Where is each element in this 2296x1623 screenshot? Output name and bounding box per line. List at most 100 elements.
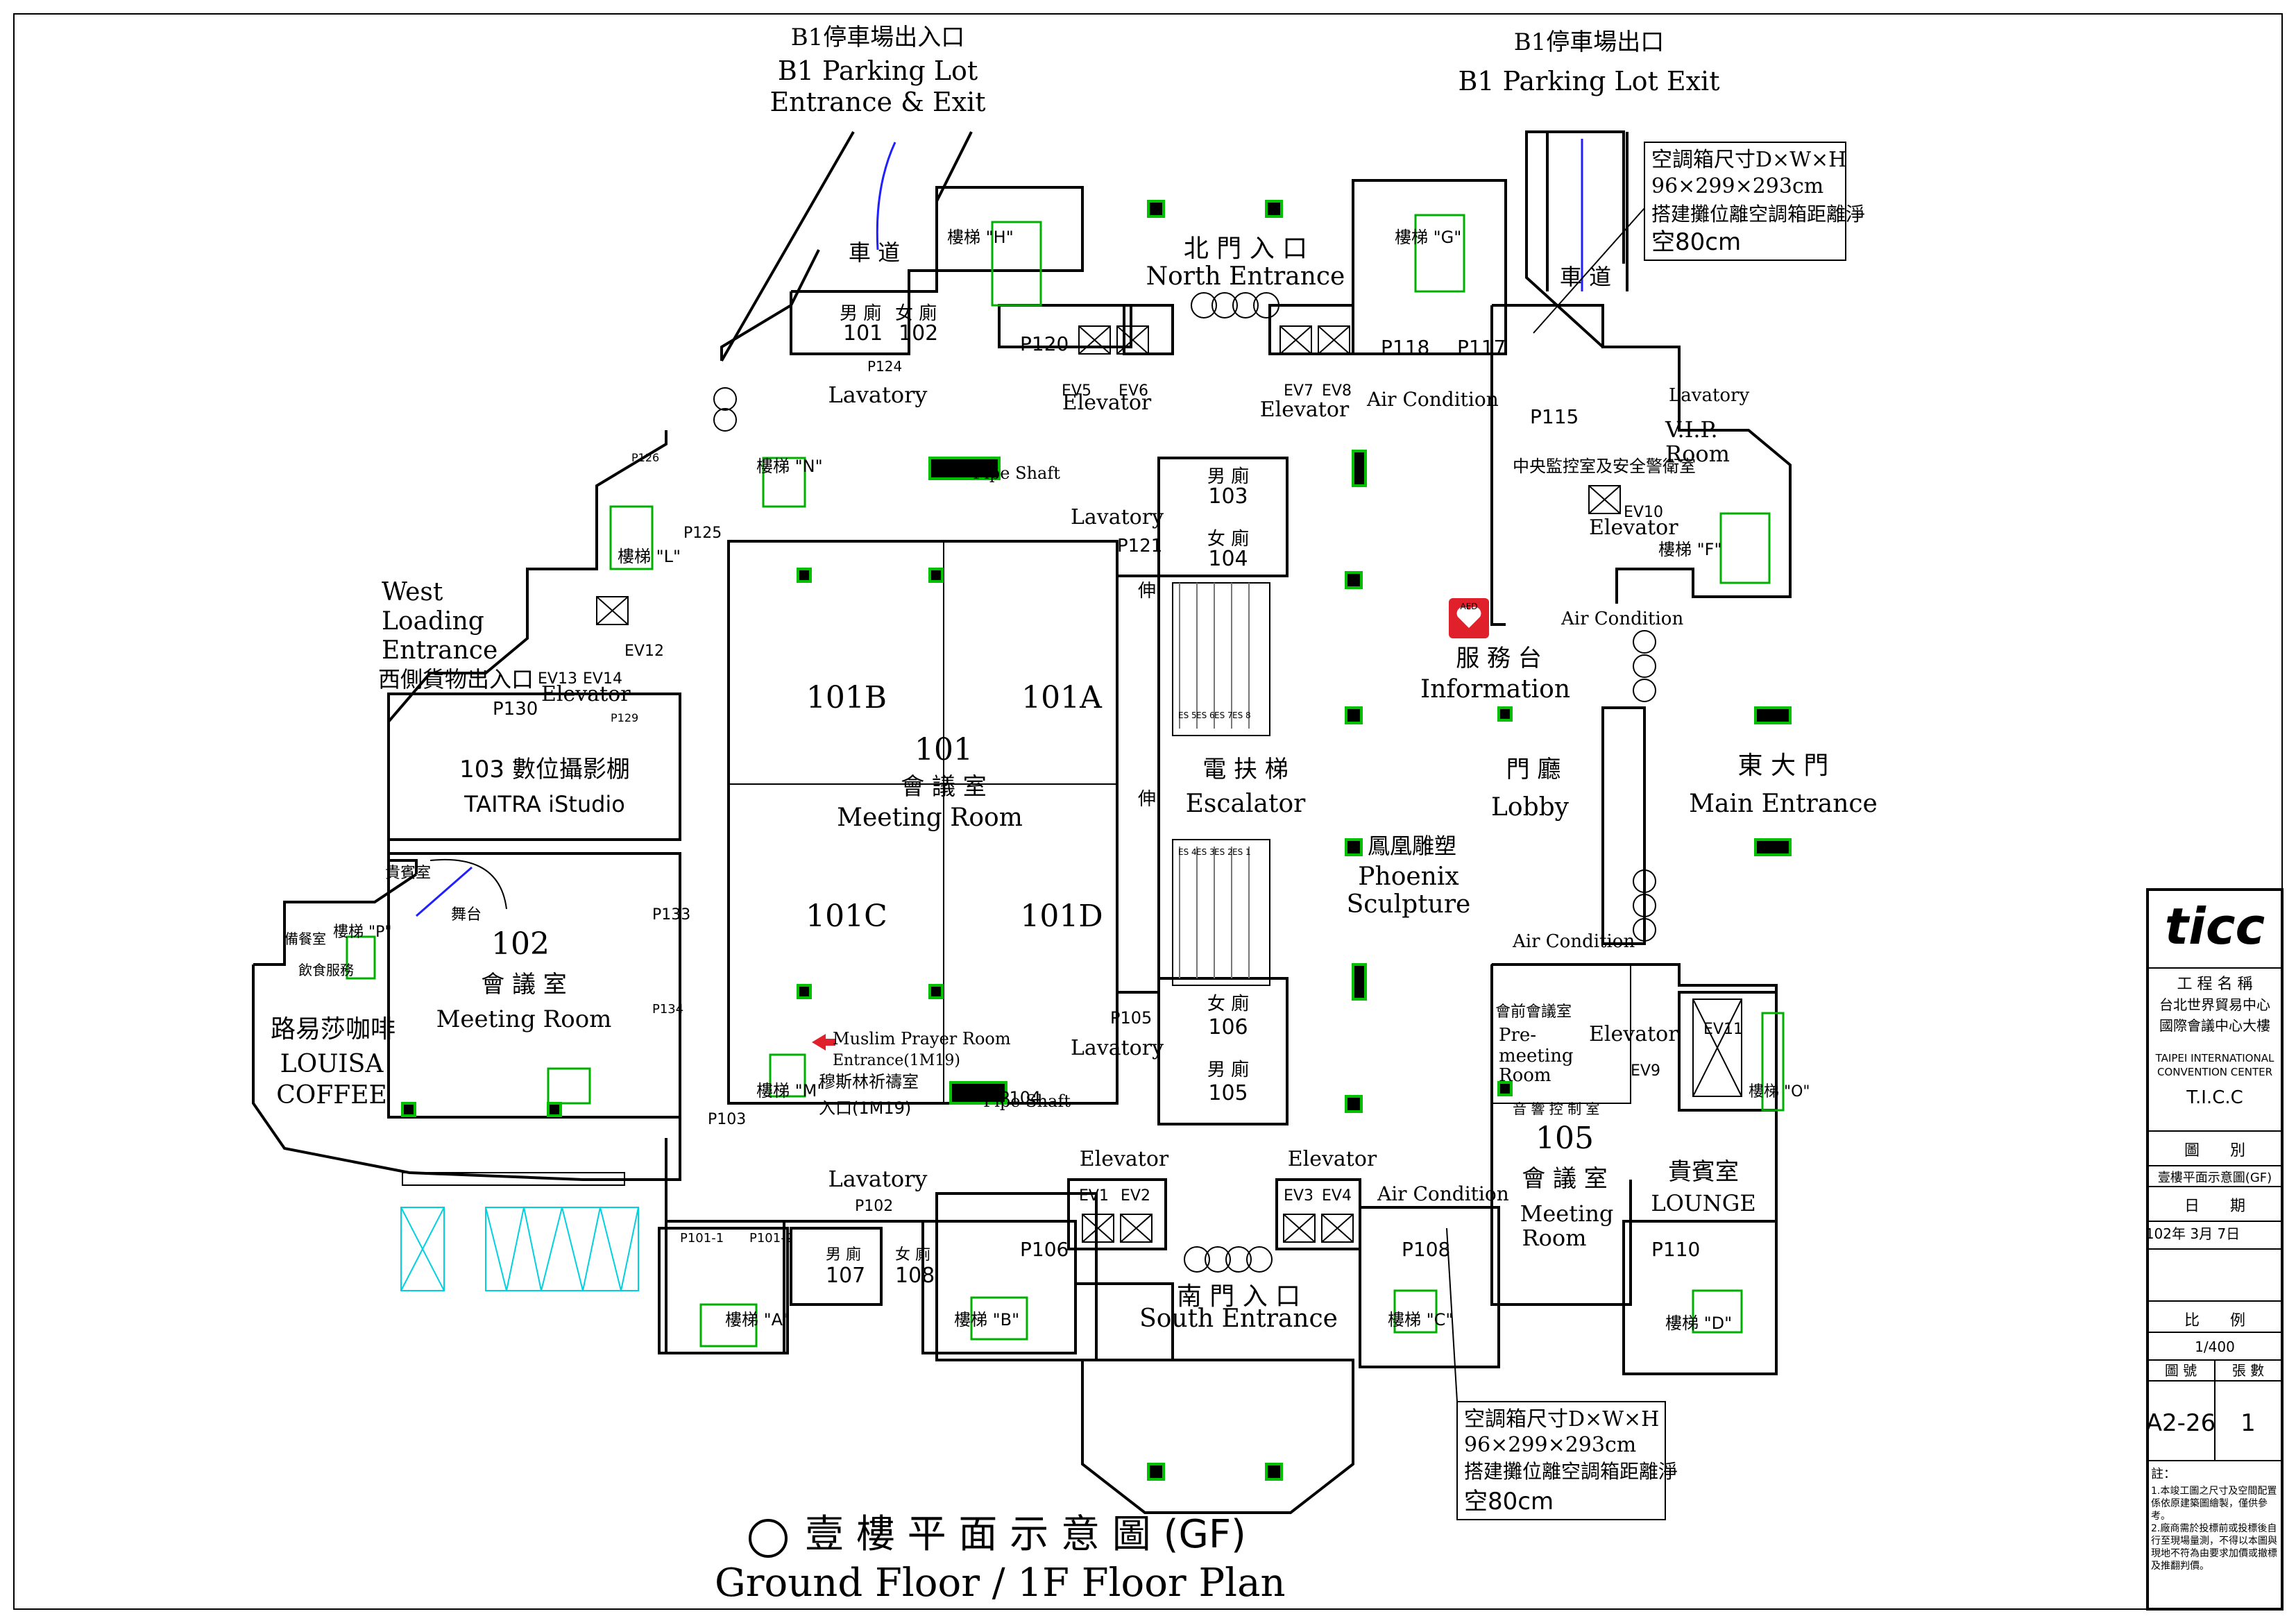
driveway-west: 車 道 (849, 239, 900, 266)
shaft-p126: P126 (631, 451, 659, 464)
prayer-room-zh-2: 入口(1M19) (819, 1098, 911, 1118)
stair-c: 樓梯 "C" (1388, 1310, 1453, 1329)
ev6: EV6 (1119, 382, 1148, 400)
premeeting-en-3: Room (1499, 1065, 1551, 1086)
elevator-south-east: Elevator (1288, 1147, 1377, 1171)
tb-drawing-value: 壹樓平面示意圖(GF) (2158, 1171, 2272, 1185)
ev12: EV12 (624, 643, 664, 660)
lav-101-men: 男 廁 (840, 303, 881, 324)
lavatory-north: Lavatory (828, 382, 928, 408)
ac-callout-north (1533, 142, 1846, 334)
stair-h: 樓梯 "H" (947, 228, 1014, 247)
aed-icon[interactable]: AED (1449, 598, 1489, 638)
lav-106-number: 106 (1208, 1015, 1248, 1039)
room-101c: 101C (806, 899, 887, 934)
stair-m: 樓梯 "M" (756, 1081, 824, 1101)
shaft-p124: P124 (867, 358, 902, 375)
tb-number-label: 圖 號 (2165, 1362, 2197, 1379)
prayer-room-en-2: Entrance(1M19) (833, 1052, 960, 1069)
ev3: EV3 (1284, 1187, 1313, 1205)
stage-label: 舞台 (451, 906, 482, 924)
ticc-logo: ticc (2165, 897, 2265, 955)
shaft-p105: P105 (1110, 1008, 1152, 1028)
svg-text:ES 5: ES 5 (1178, 711, 1197, 720)
tb-project-label: 工 程 名 稱 (2177, 976, 2253, 993)
shaft-p130: P130 (493, 699, 538, 720)
tb-drawing-label: 圖 別 (2184, 1142, 2245, 1159)
building-walls (252, 130, 1792, 1514)
escalator-steps (1179, 583, 1250, 978)
svg-text:ES 2: ES 2 (1214, 847, 1233, 857)
air-condition-north: Air Condition (1366, 388, 1499, 411)
ac-callout-south-dims: 96×299×293cm (1464, 1433, 1636, 1457)
parking-exit-en: B1 Parking Lot Exit (1459, 66, 1720, 96)
stage-edge (416, 866, 473, 917)
shaft-p133: P133 (652, 906, 690, 924)
ev10: EV10 (1624, 504, 1663, 521)
lav-107-men: 男 廁 (826, 1246, 861, 1264)
plan-title-en: Ground Floor / 1F Floor Plan (715, 1561, 1286, 1606)
louisa-en-2: COFFEE (276, 1081, 387, 1110)
tb-date-value: 102年 3月 7日 (2145, 1225, 2240, 1242)
prayer-room-en-1: Muslim Prayer Room (833, 1029, 1011, 1048)
tb-scale-label: 比 例 (2184, 1312, 2245, 1329)
shaft-p108: P108 (1402, 1238, 1450, 1261)
shaft-p134: P134 (652, 1002, 683, 1017)
elevator-north-east: Elevator (1260, 398, 1350, 422)
louisa-zh: 路易莎咖啡 (271, 1015, 396, 1044)
plan-title-zh: 壹 樓 平 面 示 意 圖 (GF) (805, 1512, 1246, 1557)
elevator-north-west: Elevator (1062, 391, 1152, 415)
driveway (720, 131, 1629, 362)
shaft-p120: P120 (1020, 332, 1069, 355)
stairs (346, 214, 1785, 1348)
stair-a: 樓梯 "A" (725, 1310, 790, 1329)
premeeting-en-1: Pre- (1499, 1025, 1536, 1046)
room-105-en-1: Meeting (1520, 1200, 1614, 1227)
escalator-en: Escalator (1186, 790, 1306, 818)
shaft-p104: P104 (999, 1088, 1041, 1107)
escalator-zh: 電 扶 梯 (1202, 756, 1289, 783)
prayer-room-arrow-icon (812, 1034, 835, 1051)
shaft-p118: P118 (1381, 336, 1429, 359)
stair-n: 樓梯 "N" (756, 457, 823, 476)
phoenix-zh: 鳳凰雕塑 (1368, 833, 1456, 859)
room-101a: 101A (1021, 680, 1103, 715)
revolving-doors (713, 292, 1656, 1273)
svg-text:ES 8: ES 8 (1232, 711, 1251, 720)
lav-108-number: 108 (895, 1264, 935, 1288)
tb-project-zh-2: 國際會議中心大樓 (2159, 1017, 2270, 1034)
stage-arc (430, 858, 507, 910)
title-circle-icon (749, 1519, 788, 1558)
room-103-en: TAITRA iStudio (464, 791, 625, 817)
svg-text:ES 4: ES 4 (1178, 847, 1197, 857)
room-105: 105 (1536, 1121, 1594, 1156)
ev1: EV1 (1079, 1187, 1109, 1205)
lav-102-number: 102 (899, 321, 938, 346)
lav-102-women: 女 廁 (895, 303, 937, 324)
vip-room-label: Room (1665, 441, 1730, 467)
south-entrance-zh: 南 門 入 口 (1177, 1282, 1300, 1311)
tb-notes-label: 註： (2151, 1467, 2176, 1481)
air-condition-east-north: Air Condition (1561, 609, 1683, 629)
shaft-p110: P110 (1651, 1238, 1700, 1261)
lav-101-number: 101 (843, 321, 883, 346)
room-101-en: Meeting Room (837, 804, 1023, 832)
elevator-east: Elevator (1589, 516, 1678, 540)
room-101: 101 (915, 732, 973, 767)
west-loading-zh: 西側貨物出入口 (378, 666, 534, 692)
ev5: EV5 (1062, 382, 1091, 400)
tb-project-abbr: T.I.C.C (2186, 1087, 2243, 1108)
tb-note-2: 2.廠商需於投標前或投標後自行至現場量測，不得以本圖與現地不符為由要求加價或撤標… (2151, 1523, 2277, 1572)
escalator-labels: ES 5 ES 6 ES 7 ES 8 ES 4 ES 3 ES 2 ES 1 (1178, 711, 1251, 857)
lavatory-center-north: Lavatory (1071, 505, 1164, 529)
stair-f: 樓梯 "F" (1658, 540, 1722, 559)
folding-chair-storage-south: 伸 (1138, 789, 1156, 810)
elevators (596, 325, 1742, 1243)
phoenix-en-1: Phoenix (1358, 863, 1459, 891)
shaft-p101-2: P101-2 (749, 1231, 793, 1246)
ev8: EV8 (1322, 382, 1352, 400)
room-102: 102 (491, 926, 550, 962)
information-en: Information (1420, 675, 1570, 704)
ac-callout-north-dims: 96×299×293cm (1651, 174, 1823, 198)
driveway-east: 車 道 (1560, 264, 1611, 290)
